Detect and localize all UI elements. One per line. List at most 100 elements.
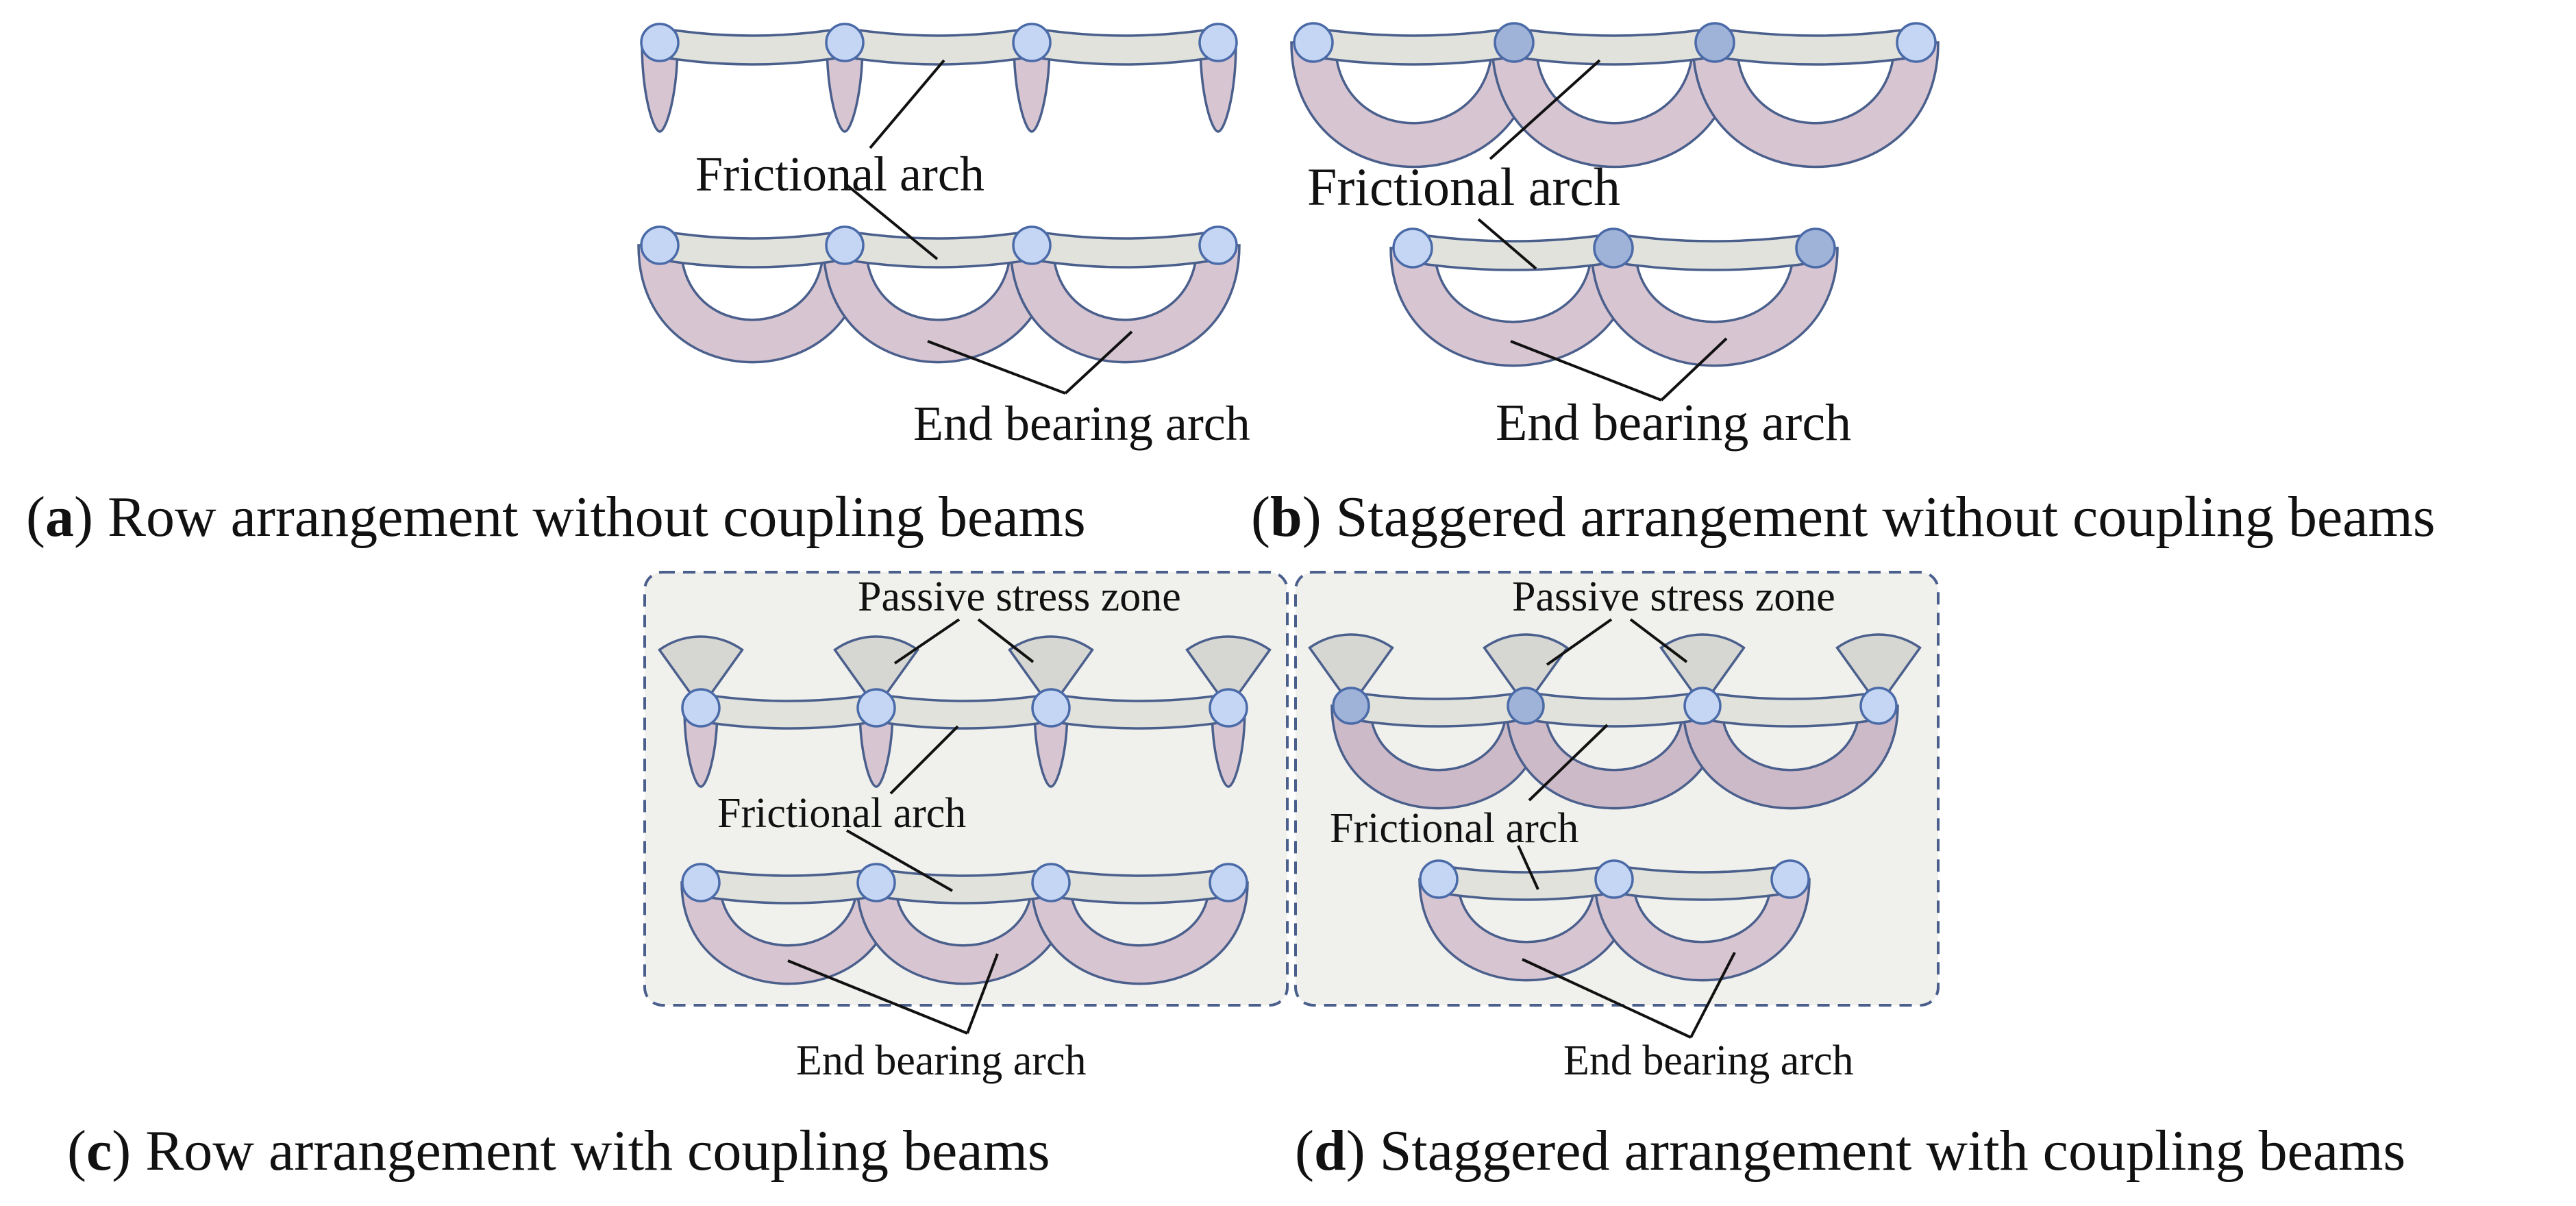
end-bearing-arch-label-b: End bearing arch [1496, 394, 1851, 452]
endbearing-layer [637, 41, 1940, 985]
frictional-arch [1513, 26, 1716, 66]
frictional-arch [1030, 26, 1219, 66]
pile-tail [858, 706, 894, 788]
end-bearing-arch [1009, 244, 1241, 364]
pile [1332, 687, 1370, 725]
pile [1494, 22, 1535, 63]
leader-line [787, 959, 968, 1035]
pile [1795, 227, 1836, 269]
end-bearing-arch [1682, 704, 1899, 810]
leader-line [966, 953, 999, 1034]
leader-lines [787, 59, 1736, 1039]
frictional-arch [1411, 232, 1615, 271]
pile [640, 23, 680, 62]
pile [640, 225, 680, 265]
leader-line [1660, 337, 1728, 402]
caption-d: (d) Staggered arrangement with coupling … [1295, 1119, 2405, 1183]
passive-stress-zone [1483, 633, 1569, 709]
frictional-arch-label-c: Frictional arch [717, 790, 966, 837]
pile-tail [683, 706, 719, 788]
leader-line [1629, 618, 1688, 663]
leader-line [1064, 330, 1133, 395]
pile [1392, 227, 1433, 269]
leader-line [1489, 59, 1601, 160]
end-bearing-arch [1030, 881, 1249, 985]
passive-stress-zone [1308, 633, 1394, 709]
passive-stress-zone-label-c: Passive stress zone [858, 574, 1181, 620]
end-bearing-arch [1692, 41, 1940, 169]
caption-b: (b) Staggered arrangement without coupli… [1251, 485, 2436, 549]
passive-stress-zone [833, 635, 919, 711]
caption-d-text: Staggered arrangement with coupling beam… [1365, 1119, 2406, 1183]
pile [1031, 863, 1071, 902]
passive-stress-zone [658, 635, 744, 711]
end-bearing-arch [1590, 247, 1839, 367]
frictional-arch-label-a: Frictional arch [695, 147, 984, 201]
frictional-arch-label-d: Frictional arch [1330, 805, 1578, 852]
leader-line [846, 829, 953, 892]
caption-b-text: Staggered arrangement without coupling b… [1322, 485, 2436, 549]
end-bearing-arch-label-a: End bearing arch [913, 396, 1250, 451]
leader-line [1510, 340, 1662, 402]
caption-c-text: Row arrangement with coupling beams [131, 1119, 1050, 1183]
leader-line [869, 59, 945, 149]
frictional-arch [1612, 232, 1817, 271]
pile [1031, 688, 1071, 728]
pile-tail [1033, 706, 1069, 788]
frictional-arch [658, 229, 846, 269]
pile [681, 688, 721, 728]
caption-b-letter: b [1270, 485, 1302, 549]
leader-line [927, 340, 1066, 395]
passive-layer [658, 633, 1922, 711]
pile [1770, 859, 1810, 899]
pile [1198, 23, 1238, 62]
pile-tail [826, 41, 864, 133]
pile [1012, 225, 1052, 265]
pile [1419, 859, 1459, 899]
end-bearing-arch [1594, 878, 1811, 982]
leader-line [1522, 958, 1692, 1039]
pile [1594, 859, 1634, 899]
passive-stress-zone [1185, 635, 1272, 711]
caption-a: (a) Row arrangement without coupling bea… [26, 485, 1086, 549]
frictional-arch [843, 229, 1033, 269]
passive-stress-zone [1835, 633, 1922, 709]
frictional-arch [843, 26, 1033, 66]
leader-line [977, 618, 1035, 663]
caption-c-letter: c [86, 1119, 112, 1183]
leader-line [1546, 618, 1613, 666]
caption-a-text: Row arrangement without coupling beams [93, 485, 1086, 549]
pile [1593, 227, 1634, 269]
pile [1209, 688, 1248, 728]
leader-line [889, 725, 959, 795]
leader-line [1528, 724, 1609, 802]
passive-stress-zone [1008, 635, 1094, 711]
end-bearing-arch-label-c: End bearing arch [796, 1037, 1086, 1084]
pile-tail [1211, 706, 1246, 788]
leader-line [893, 618, 961, 665]
pile [1209, 863, 1248, 902]
passive-stress-zone-label-d: Passive stress zone [1512, 574, 1835, 620]
leader-line [1689, 952, 1736, 1038]
leader-line [845, 184, 939, 260]
pile [1694, 22, 1735, 63]
pile [681, 863, 721, 902]
pile [856, 863, 896, 902]
pile [1012, 23, 1052, 62]
tails-layer [641, 41, 1246, 788]
frictional-arch [1312, 26, 1515, 66]
pile [1896, 22, 1937, 63]
passive-stress-zone [1659, 633, 1746, 709]
caption-d-letter: d [1314, 1119, 1346, 1183]
frictional-arch [1030, 229, 1219, 269]
pile [825, 23, 865, 62]
pile [1683, 687, 1722, 725]
pile [856, 688, 896, 728]
pile [825, 225, 865, 265]
pile-tail [1013, 41, 1051, 133]
piles-layer [640, 22, 1937, 902]
pile-tail [1199, 41, 1237, 133]
caption-a-letter: a [45, 485, 74, 549]
end-bearing-arch-label-d: End bearing arch [1563, 1037, 1853, 1084]
